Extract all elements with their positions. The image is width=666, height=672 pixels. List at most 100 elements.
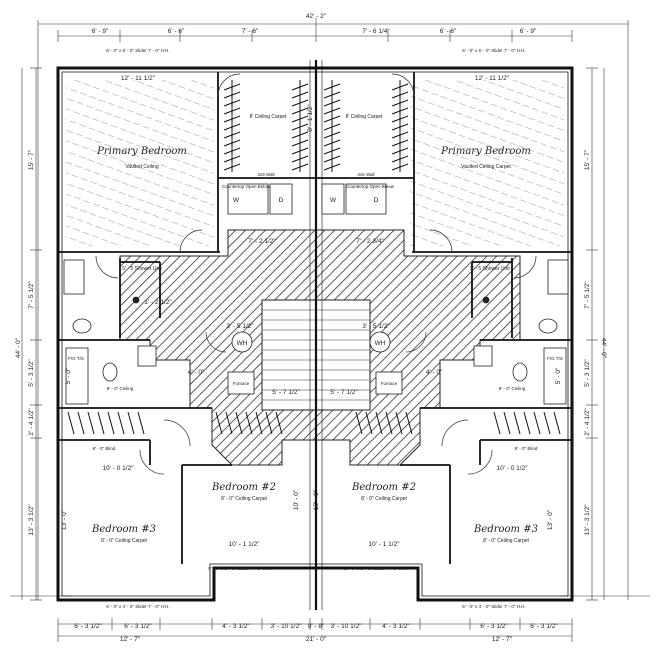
dim-bed2-depth-left: 10' - 0": [293, 489, 300, 510]
furnace-left: [227, 371, 255, 395]
primary-width-left: 12' - 11 1/2": [121, 75, 156, 82]
bottom-dim-4: 3' - 10 1/2": [270, 623, 302, 630]
top-dim-2: 6' - 6": [168, 28, 185, 35]
bottom-total-left: 12' - 7": [120, 636, 141, 643]
dim-stair-right: 5' - 7 1/2": [330, 389, 358, 396]
bottom-dim-3: 4' - 3 1/2": [222, 623, 250, 630]
bottom-dim-7: 4' - 3 1/2": [382, 623, 410, 630]
right-dim-4: 2' - 4 1/2": [584, 408, 591, 436]
bedroom-2-left-label: Bedroom #2: [211, 482, 276, 493]
furnace-right: [375, 371, 403, 395]
primary-width-right: 12' - 11 1/2": [475, 75, 510, 82]
washer-left-label: W: [233, 197, 240, 204]
exterior-walls: [56, 60, 574, 610]
toilet-left: [72, 318, 92, 334]
top-dim-4: 7' - 6 1/4": [362, 28, 390, 35]
toilet-right: [538, 318, 558, 334]
hatched-core: [119, 229, 521, 466]
dim-linen-right: 4' - 0": [426, 369, 443, 376]
dim-tub-left: 5' - 0": [65, 367, 72, 384]
furnace-right-label: Furnace: [381, 381, 398, 386]
dim-bed2-right: 10' - 1 1/2": [368, 541, 400, 548]
room-labels: Primary Bedroom Vaulted Ceiling Primary …: [91, 114, 538, 544]
dryer-left: [269, 183, 293, 215]
water-heater-right: [369, 331, 391, 353]
fixtures: [63, 183, 569, 405]
window-top-left: 6' - 0" x 6' - 0" Slider 7' - 0" H.H.: [106, 48, 169, 53]
bath-ceiling-left: 8' - 0" Ceiling: [107, 386, 134, 391]
top-dim-3: 7' - 6": [242, 28, 259, 35]
bottom-total-center: 21' - 0": [306, 636, 327, 643]
countertop-left: Countertop Open Below: [222, 184, 271, 189]
shower-right: [547, 259, 569, 295]
washer-right: [321, 183, 345, 215]
bedroom-2-right-label: Bedroom #2: [351, 482, 416, 493]
shower-right-label: 5' - 5 Shower Unit: [470, 266, 510, 272]
dim-tub-right: 5' - 0": [555, 367, 562, 384]
dimension-lines: [10, 18, 650, 642]
blind-left: 8' - 0" Blind: [93, 446, 116, 451]
door-swings: [95, 73, 537, 475]
vaulted-ceiling-hatch: [66, 80, 564, 246]
bedroom-3-right-label: Bedroom #3: [473, 524, 538, 535]
bottom-dimensions-row-2: 12' - 7" 21' - 0" 12' - 7": [120, 636, 513, 643]
right-dim-5: 13' - 3 1/2": [584, 504, 591, 536]
right-dim-2: 7' - 5 1/2": [584, 281, 591, 309]
bottom-dim-2: 6' - 3 1/2": [124, 623, 152, 630]
sink-left: [137, 345, 157, 367]
left-dim-1: 15' - 7": [28, 149, 35, 170]
wall-note-right: 2x6 Wall: [357, 172, 374, 177]
slider-bottom-left: 5' - 0" x 5' - 0" Slider 7' - 0" H.H.: [208, 566, 271, 571]
shower-left-label: 5' - 5 Shower Unit: [122, 266, 162, 272]
slider-bottom-right: 5' - 0" x 5' - 0" Slider 7' - 0" H.H.: [344, 566, 407, 571]
closet-right-note: 8' Ceiling Carpet: [346, 114, 383, 120]
toilet-left-2: [102, 362, 118, 382]
bedroom-2-left-note: 8' - 0" Ceiling Carpet: [221, 496, 267, 502]
bottom-dimensions-row-1: 6' - 3 1/2" 6' - 3 1/2" 4' - 3 1/2" 3' -…: [74, 623, 558, 630]
washer-left: [227, 183, 269, 215]
window-bottom-right: 6' - 0" x 4' - 0" Slider 7' - 0" H.H.: [462, 604, 525, 609]
tub-left: [65, 347, 89, 405]
water-heater-left-label: WH: [237, 340, 248, 347]
dim-bed3-depth-right: 13' - 0": [547, 509, 554, 530]
right-dimensions: 15' - 7" 7' - 5 1/2" 5' - 3 1/2" 2' - 4 …: [584, 149, 591, 535]
dryer-right: [345, 183, 387, 215]
primary-bedroom-right-label: Primary Bedroom: [440, 146, 531, 157]
dim-wh-right: 3' - 5 1/2": [362, 323, 390, 330]
dim-linen-left: 4' - 0": [188, 369, 205, 376]
tub-right-label: F/G T/S: [547, 356, 563, 361]
misc-labels: 6' - 0" x 6' - 0" Slider 7' - 0" H.H. 6'…: [61, 48, 563, 609]
bedroom-3-left-note: 8' - 0" Ceiling Carpet: [101, 538, 147, 544]
bath-ceiling-right: 8' - 0" Ceiling: [499, 386, 526, 391]
dim-wh-left: 3' - 5 1/2": [226, 323, 254, 330]
primary-bedroom-right-note: Vaulted Ceiling Carpet: [461, 164, 511, 170]
overall-depth-left: 44' - 0": [15, 337, 22, 358]
sink-right: [473, 345, 493, 367]
left-dim-5: 13' - 3 1/2": [28, 504, 35, 536]
dim-bed3-right: 10' - 0 1/2": [496, 465, 528, 472]
closet-rods: [67, 80, 561, 435]
tub-left-label: F/G T/S: [68, 356, 84, 361]
dim-closet-depth: 8' - 1 1/2": [307, 104, 314, 132]
right-dim-3: 5' - 3 1/2": [584, 359, 591, 387]
interior-walls: [58, 72, 572, 564]
window-top-right: 6' - 0" x 6' - 0" Slider 7' - 0" H.H.: [462, 48, 525, 53]
dim-bath-left: 1' - 2 1/2": [144, 299, 172, 306]
washer-right-label: W: [330, 197, 337, 204]
left-dim-4: 2' - 4 1/2": [28, 408, 35, 436]
bottom-dim-8: 6' - 3 1/2": [480, 623, 508, 630]
wall-note-left: 2x6 Wall: [257, 172, 274, 177]
bottom-dim-9: 6' - 3 1/2": [530, 623, 558, 630]
dim-bed2-depth-right: 10' - 0": [313, 489, 320, 510]
left-dimensions: 15' - 7" 7' - 5 1/2" 5' - 3 1/2" 2' - 4 …: [28, 149, 35, 535]
bedroom-3-left-label: Bedroom #3: [91, 524, 156, 535]
dryer-left-label: D: [279, 197, 284, 204]
bottom-dim-1: 6' - 3 1/2": [74, 623, 102, 630]
top-dim-6: 6' - 9": [520, 28, 537, 35]
toilet-right-2: [512, 362, 528, 382]
dryer-right-label: D: [374, 197, 379, 204]
left-dim-3: 5' - 3 1/2": [28, 359, 35, 387]
window-bottom-left: 6' - 0" x 4' - 0" Slider 7' - 0" H.H.: [106, 604, 169, 609]
dim-bed3-depth-left: 13' - 0": [61, 509, 68, 530]
